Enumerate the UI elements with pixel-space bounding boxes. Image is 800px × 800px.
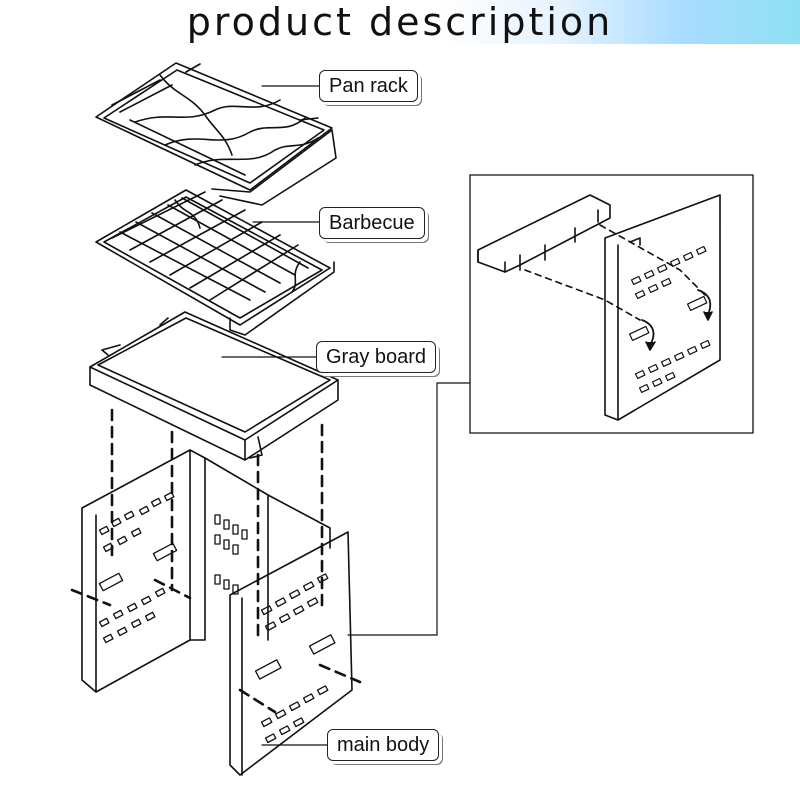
label-pan-rack: Pan rack [319, 70, 418, 102]
gray-board-drawing [89, 311, 339, 461]
pan-rack-drawing [95, 62, 337, 206]
label-barbecue: Barbecue [319, 207, 425, 239]
label-main-body: main body [327, 729, 440, 761]
label-gray-board: Gray board [316, 341, 437, 373]
leader-lines [221, 85, 471, 746]
header-bar [0, 0, 800, 44]
page-title: product description [186, 0, 614, 44]
barbecue-grill-drawing [95, 189, 335, 336]
main-body-drawing [70, 408, 362, 776]
detail-inset [469, 174, 754, 434]
